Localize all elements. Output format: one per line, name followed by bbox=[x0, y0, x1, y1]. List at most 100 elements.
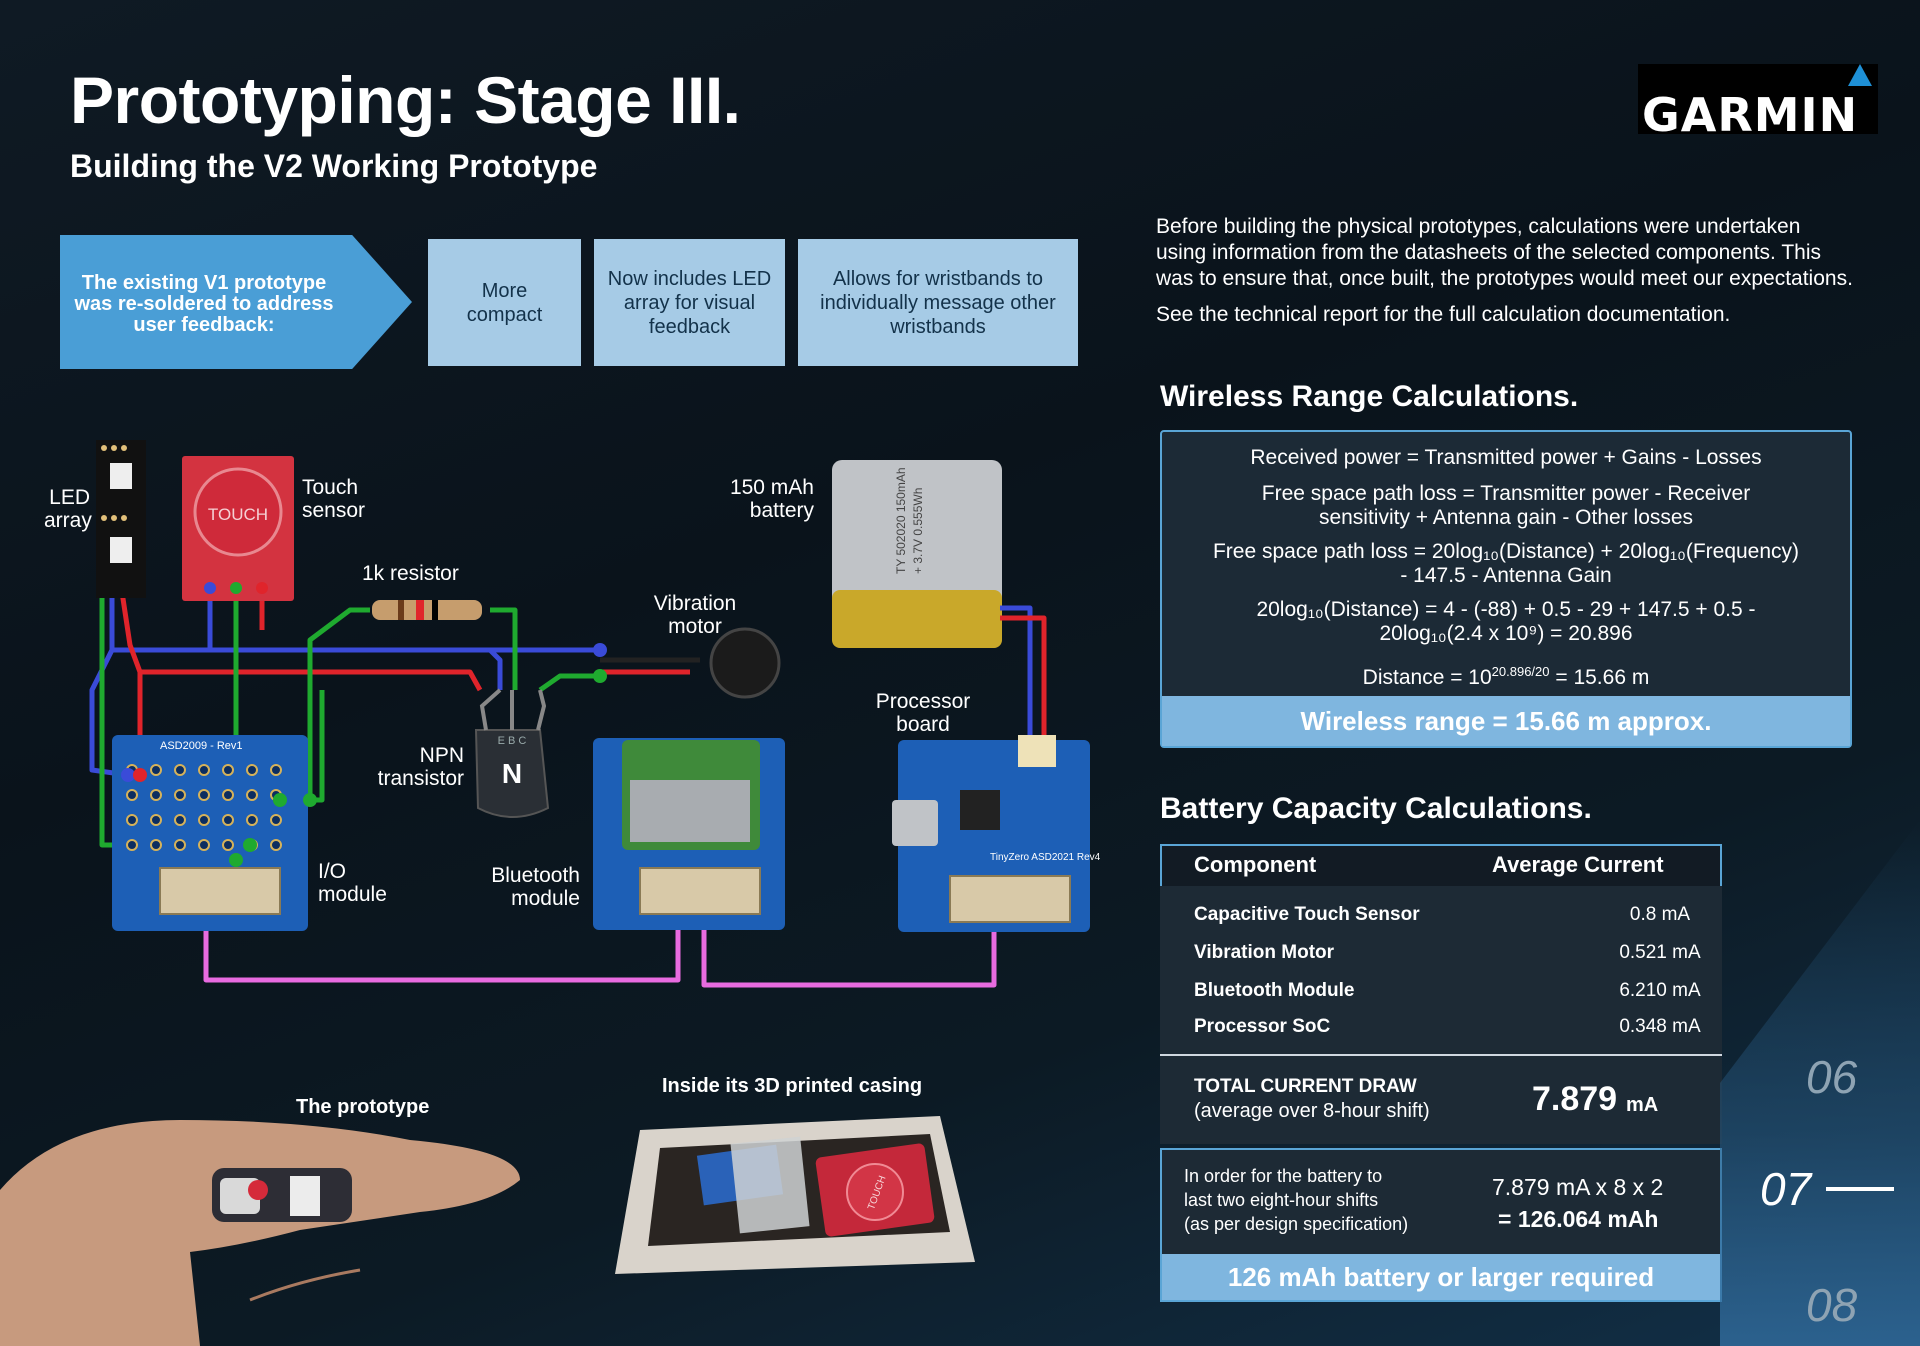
label-io-module: I/O module bbox=[318, 860, 387, 906]
feature-box-text: More compact bbox=[466, 279, 543, 326]
table-row-value: 0.8 mA bbox=[1629, 904, 1691, 925]
eq5-base: Distance = 10 bbox=[1362, 666, 1492, 689]
table-row-name: Processor SoC bbox=[1194, 1016, 1331, 1037]
led-icon bbox=[110, 537, 132, 563]
wireless-heading: Wireless Range Calculations. bbox=[1160, 380, 1579, 413]
equation-line: Free space path loss = Transmitter power… bbox=[1261, 482, 1751, 505]
vibration-motor bbox=[709, 627, 781, 699]
total-unit: mA bbox=[1626, 1094, 1659, 1116]
io-connector bbox=[159, 867, 281, 915]
table-row-value: 6.210 mA bbox=[1619, 980, 1701, 1001]
battery-wrap bbox=[832, 590, 1002, 648]
table-row-value: 0.521 mA bbox=[1619, 942, 1701, 963]
arrow-text: The existing V1 prototype was re-soldere… bbox=[74, 272, 334, 336]
battery-heading: Battery Capacity Calculations. bbox=[1160, 792, 1592, 825]
label-vibration-motor: Vibration motor bbox=[653, 592, 737, 638]
logo-triangle-icon bbox=[1848, 64, 1872, 86]
total-value: 7.879 bbox=[1532, 1080, 1618, 1118]
prototype-photo bbox=[0, 1120, 520, 1346]
shift-text: In order for the battery to bbox=[1184, 1166, 1383, 1186]
label-touch-sensor: Touch sensor bbox=[302, 476, 366, 522]
io-board-text: ASD2009 - Rev1 bbox=[160, 740, 243, 752]
wire-blue bbox=[487, 647, 600, 690]
current-page-indicator bbox=[1826, 1187, 1894, 1191]
page-subtitle: Building the V2 Working Prototype bbox=[70, 148, 598, 184]
casing-photo: TOUCH bbox=[615, 1116, 975, 1274]
feature-box-text: Now includes LED array for visual feedba… bbox=[607, 267, 772, 338]
label-resistor: 1k resistor bbox=[362, 562, 459, 585]
page-link-06[interactable]: 06 bbox=[1806, 1051, 1858, 1103]
bus-wire-pink bbox=[203, 930, 681, 983]
resistor bbox=[372, 600, 482, 620]
total-label: TOTAL CURRENT DRAW bbox=[1194, 1076, 1417, 1097]
bluetooth-connector bbox=[639, 867, 761, 915]
wire-red bbox=[140, 669, 483, 692]
touch-chip-text: TOUCH bbox=[208, 505, 268, 524]
table-row-value: 0.348 mA bbox=[1619, 1016, 1701, 1037]
description-p2: See the technical report for the full ca… bbox=[1156, 303, 1731, 326]
table-row-name: Vibration Motor bbox=[1194, 942, 1335, 963]
processor-connector bbox=[949, 875, 1071, 923]
label-bluetooth-module: Bluetooth module bbox=[491, 864, 580, 910]
proc-board-text: TinyZero ASD2021 Rev4 bbox=[990, 852, 1101, 863]
label-led-array: LED array bbox=[44, 486, 92, 532]
col-current: Average Current bbox=[1492, 852, 1664, 877]
battery-connector bbox=[1018, 735, 1056, 767]
battery-table-body: Capacitive Touch Sensor 0.8 mA Vibration… bbox=[1160, 886, 1722, 1144]
feature-box-messaging: Allows for wristbands to individually me… bbox=[798, 239, 1078, 366]
description: Before building the physical prototypes,… bbox=[1156, 214, 1856, 338]
shift-calc-box: In order for the battery to last two eig… bbox=[1160, 1148, 1722, 1302]
wire-blue bbox=[1012, 605, 1033, 735]
wire-green bbox=[538, 673, 600, 693]
feature-box-led: Now includes LED array for visual feedba… bbox=[594, 239, 785, 366]
battery-print-2: + 3.7V 0.555Wh bbox=[911, 488, 925, 574]
feature-box-text: Allows for wristbands to individually me… bbox=[820, 267, 1056, 338]
shift-text: (as per design specification) bbox=[1184, 1214, 1409, 1234]
description-p1: Before building the physical prototypes,… bbox=[1156, 215, 1853, 290]
battery-table-header: Component Average Current bbox=[1160, 844, 1722, 888]
page-link-08[interactable]: 08 bbox=[1806, 1279, 1858, 1331]
led-icon bbox=[110, 463, 132, 489]
shift-calc-result: = 126.064 mAh bbox=[1498, 1206, 1659, 1232]
equation-distance: Distance = 1020.896/20 = 15.66 m bbox=[1162, 660, 1850, 690]
table-divider bbox=[1160, 1054, 1722, 1056]
equation-line: 20log₁₀(2.4 x 10⁹) = 20.896 bbox=[1379, 622, 1633, 645]
page-current-07: 07 bbox=[1760, 1163, 1812, 1215]
label-prototype-photo: The prototype bbox=[296, 1096, 430, 1118]
equation-line: Free space path loss = 20log₁₀(Distance)… bbox=[1212, 540, 1800, 563]
label-casing-photo: Inside its 3D printed casing bbox=[662, 1075, 923, 1097]
usb-port bbox=[892, 800, 938, 846]
hand-image bbox=[0, 1120, 520, 1346]
wire-red bbox=[119, 591, 143, 775]
logo-text: GARMIN bbox=[1642, 88, 1859, 142]
equation-line: - 147.5 - Antenna Gain bbox=[1400, 564, 1612, 587]
feedback-arrow: The existing V1 prototype was re-soldere… bbox=[60, 235, 412, 369]
eq5-tail: = 15.66 m bbox=[1549, 666, 1650, 689]
total-note: (average over 8-hour shift) bbox=[1194, 1100, 1430, 1122]
garmin-logo: GARMIN bbox=[1638, 64, 1878, 142]
wireless-calc-box: Received power = Transmitted power + Gai… bbox=[1160, 430, 1852, 748]
equation-line: sensitivity + Antenna gain - Other losse… bbox=[1318, 506, 1694, 529]
wire-green bbox=[490, 607, 518, 690]
touch-pad bbox=[193, 467, 283, 557]
battery-print-1: TY 502020 150mAh bbox=[894, 467, 908, 574]
shift-calc: 7.879 mA x 8 x 2 bbox=[1492, 1174, 1664, 1200]
equation-line: 20log₁₀(Distance) = 4 - (-88) + 0.5 - 29… bbox=[1256, 598, 1756, 621]
wire-green bbox=[307, 607, 370, 800]
npn-letter: N bbox=[502, 758, 522, 789]
npn-transistor bbox=[474, 729, 550, 818]
equation-line: Received power = Transmitted power + Gai… bbox=[1250, 446, 1762, 469]
battery-result: 126 mAh battery or larger required bbox=[1162, 1254, 1720, 1300]
table-row-name: Bluetooth Module bbox=[1194, 980, 1355, 1001]
label-processor-board: Processor board bbox=[875, 690, 971, 736]
table-row-name: Capacitive Touch Sensor bbox=[1194, 904, 1420, 925]
label-npn-transistor: NPN transistor bbox=[377, 744, 464, 790]
bluetooth-shield bbox=[630, 780, 750, 842]
feature-box-compact: More compact bbox=[428, 239, 581, 366]
shift-text: last two eight-hour shifts bbox=[1184, 1190, 1379, 1210]
circuit-diagram: TOUCH N E B C TY 502020 150mAh + 3.7V 0.… bbox=[89, 440, 1101, 988]
wireless-result: Wireless range = 15.66 m approx. bbox=[1162, 696, 1850, 746]
col-component: Component bbox=[1194, 852, 1317, 877]
label-battery: 150 mAh battery bbox=[729, 476, 814, 522]
npn-pin-labels: E B C bbox=[498, 735, 527, 747]
